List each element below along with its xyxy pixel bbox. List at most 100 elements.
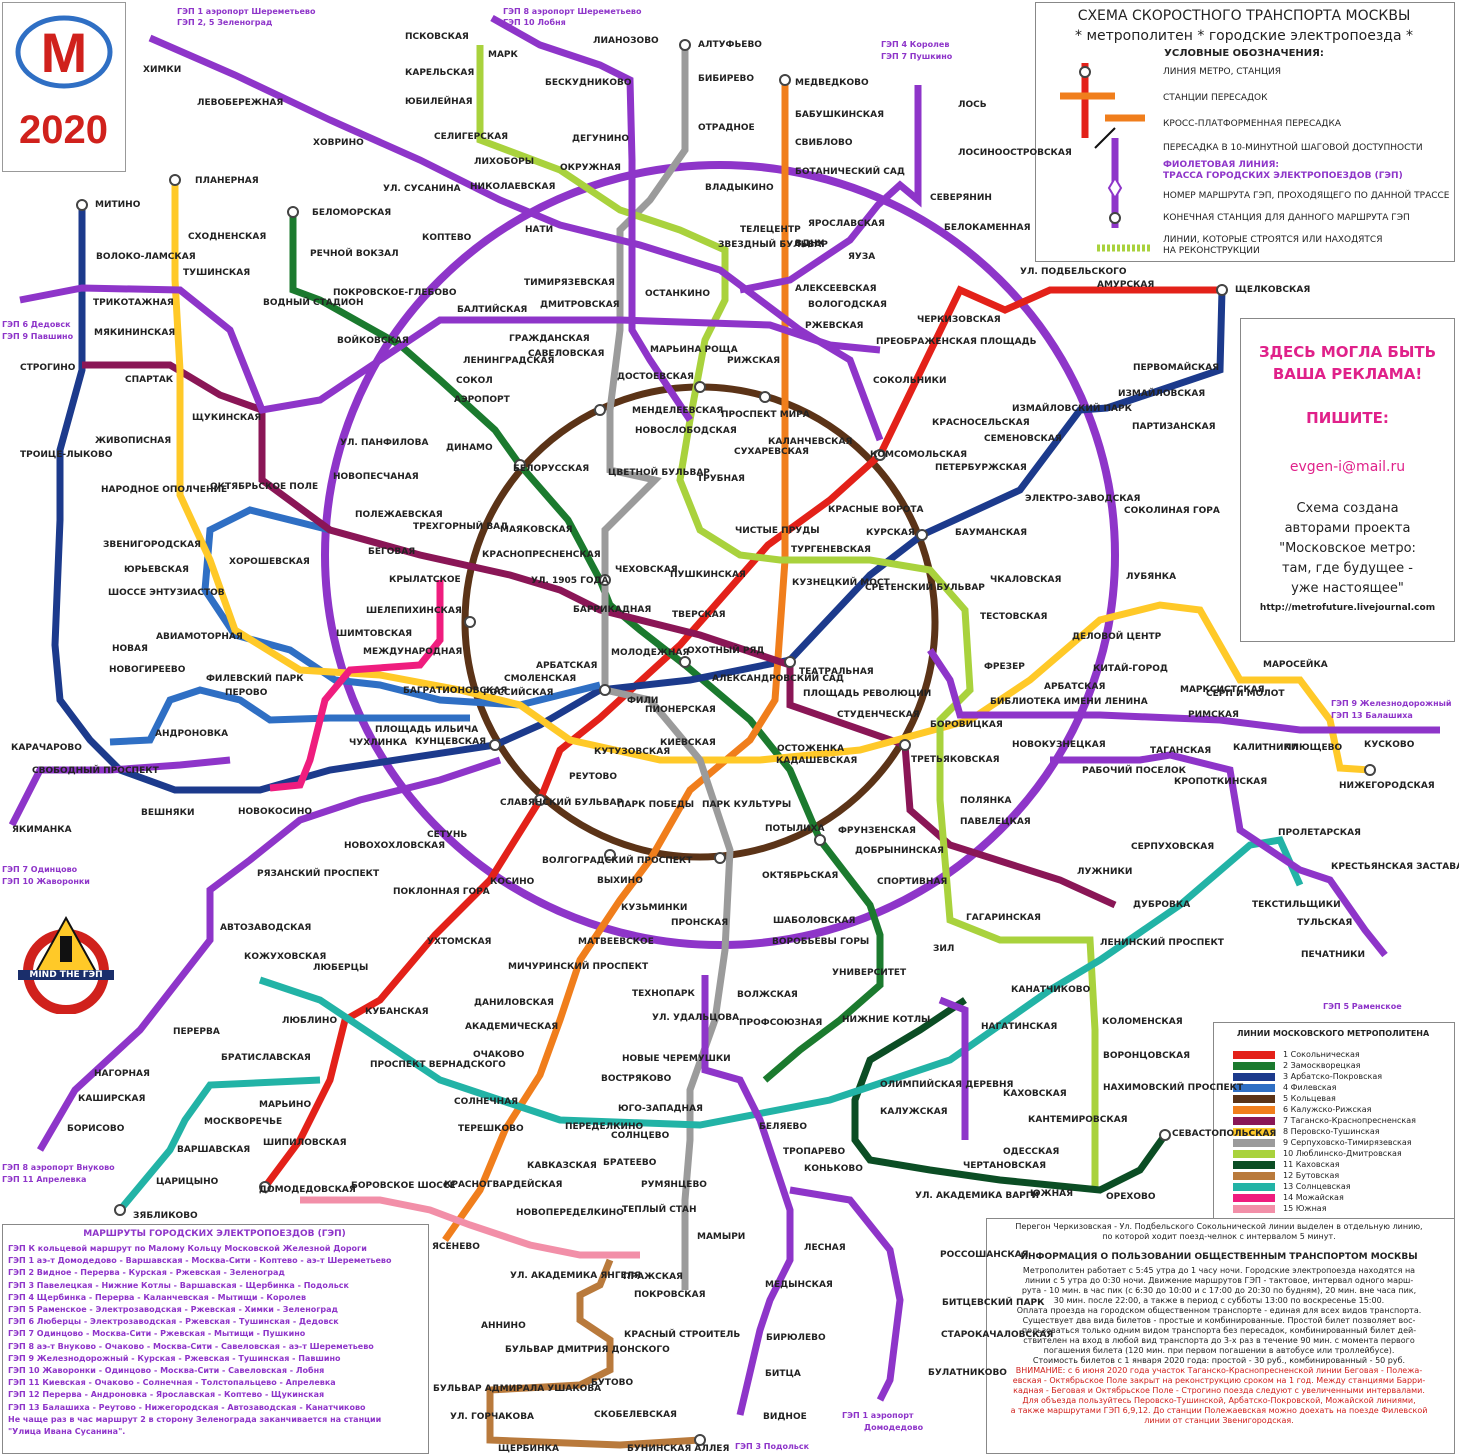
- station-dot[interactable]: [784, 656, 796, 668]
- station-label[interactable]: МЕЖДУНАРОДНАЯ: [363, 647, 463, 657]
- station-label[interactable]: БИБЛИОТЕКА ИМЕНИ ЛЕНИНА: [990, 697, 1148, 707]
- station-label[interactable]: СЕВАСТОПОЛЬСКАЯ: [1172, 1129, 1277, 1139]
- station-label[interactable]: ПЕРЕРВА: [173, 1027, 220, 1037]
- station-label[interactable]: ТРУБНАЯ: [697, 474, 745, 484]
- station-label[interactable]: ШОССЕ ЭНТУЗИАСТОВ: [108, 588, 225, 598]
- station-label[interactable]: ТРЕТЬЯКОВСКАЯ: [911, 755, 1000, 765]
- station-label[interactable]: НОВОХОХЛОВСКАЯ: [344, 841, 446, 851]
- station-label[interactable]: ЭЛЕКТРО-ЗАВОДСКАЯ: [1025, 494, 1141, 504]
- station-label[interactable]: СТАРОКАЧАЛОВСКАЯ: [941, 1330, 1054, 1340]
- station-label[interactable]: КИЕВСКАЯ: [660, 738, 716, 748]
- station-label[interactable]: ТРОИЦЕ-ЛЫКОВО: [20, 450, 113, 460]
- station-label[interactable]: ПРОСПЕКТ МИРА: [721, 410, 810, 420]
- station-label[interactable]: ЛОСЬ: [958, 100, 987, 110]
- station-label[interactable]: ПРОЛЕТАРСКАЯ: [1278, 828, 1361, 838]
- station-label[interactable]: АВТОЗАВОДСКАЯ: [220, 923, 312, 933]
- station-label[interactable]: ТЕПЛЫЙ СТАН: [622, 1205, 697, 1215]
- station-label[interactable]: КУТУЗОВСКАЯ: [594, 747, 671, 757]
- station-label[interactable]: ПОТЫЛИХА: [765, 824, 825, 834]
- station-label[interactable]: УЛ. ПАНФИЛОВА: [340, 438, 429, 448]
- station-label[interactable]: ДАНИЛОВСКАЯ: [474, 998, 554, 1008]
- station-label[interactable]: ЛИХОБОРЫ: [474, 157, 535, 167]
- station-label[interactable]: НАРОДНОЕ ОПОЛЧЕНИЕ: [101, 485, 228, 495]
- station-label[interactable]: ХОРОШЕВСКАЯ: [229, 557, 310, 567]
- station-dot[interactable]: [814, 834, 826, 846]
- station-label[interactable]: ДЕГУНИНО: [572, 134, 630, 144]
- station-label[interactable]: СЕРП И МОЛОТ: [1206, 689, 1285, 699]
- station-label[interactable]: ПРОНСКАЯ: [671, 918, 729, 928]
- station-label[interactable]: БИБИРЕВО: [698, 74, 755, 84]
- station-label[interactable]: НАГОРНАЯ: [94, 1069, 150, 1079]
- station-label[interactable]: ЩЕЛКОВСКАЯ: [1235, 285, 1311, 295]
- station-label[interactable]: КУБАНСКАЯ: [365, 1007, 429, 1017]
- station-label[interactable]: ЩЕРБИНКА: [498, 1444, 559, 1454]
- station-label[interactable]: НОВЫЕ ЧЕРЕМУШКИ: [622, 1054, 731, 1064]
- station-label[interactable]: ПИОНЕРСКАЯ: [645, 705, 716, 715]
- station-label[interactable]: ДУБРОВКА: [1133, 900, 1191, 910]
- station-label[interactable]: АРБАТСКАЯ: [1044, 682, 1106, 692]
- station-label[interactable]: ЮБИЛЕЙНАЯ: [405, 97, 473, 107]
- station-label[interactable]: СЕВЕРЯНИН: [930, 193, 992, 203]
- station-label[interactable]: УЛ. 1905 ГОДА: [531, 576, 609, 586]
- station-dot[interactable]: [259, 1181, 271, 1193]
- station-label[interactable]: ЛОСИНООСТРОВСКАЯ: [958, 148, 1072, 158]
- station-label[interactable]: СТРОГИНО: [20, 363, 76, 373]
- station-label[interactable]: ТУЛЬСКАЯ: [1297, 918, 1353, 928]
- station-label[interactable]: БЕЛОКАМЕННАЯ: [944, 223, 1031, 233]
- station-label[interactable]: ВОЛОКО-ЛАМСКАЯ: [96, 252, 196, 262]
- station-label[interactable]: НАГАТИНСКАЯ: [981, 1022, 1058, 1032]
- station-label[interactable]: МАРКСИСТСКАЯ: [1180, 685, 1265, 695]
- station-label[interactable]: НОВАЯ: [112, 644, 148, 654]
- station-dot[interactable]: [874, 449, 886, 461]
- station-label[interactable]: МАРК: [488, 50, 518, 60]
- station-label[interactable]: ЛЕНИНСКИЙ ПРОСПЕКТ: [1100, 938, 1224, 948]
- station-label[interactable]: СВОБОДНЫЙ ПРОСПЕКТ: [32, 766, 159, 776]
- station-label[interactable]: ОСТОЖЕНКА: [777, 744, 845, 754]
- station-label[interactable]: ОХОТНЫЙ РЯД: [687, 646, 765, 656]
- station-label[interactable]: МАРОСЕЙКА: [1263, 660, 1328, 670]
- station-label[interactable]: СУХАРЕВСКАЯ: [734, 447, 809, 457]
- station-label[interactable]: УЛ. УДАЛЬЦОВА: [652, 1013, 740, 1023]
- station-label[interactable]: ОЧАКОВО: [473, 1050, 525, 1060]
- station-label[interactable]: ОРЕХОВО: [1106, 1192, 1156, 1202]
- station-label[interactable]: АЛТУФЬЕВО: [698, 40, 762, 50]
- station-label[interactable]: БЕЛОМОРСКАЯ: [312, 208, 392, 218]
- station-label[interactable]: МОЛОДЕЖНАЯ: [611, 648, 690, 658]
- station-label[interactable]: КУЗНЕЦКИЙ МОСТ: [792, 578, 890, 588]
- station-label[interactable]: ОСТАНКИНО: [645, 289, 710, 299]
- station-label[interactable]: МАМЫРИ: [697, 1232, 746, 1242]
- station-label[interactable]: ДОСТОЕВСКАЯ: [617, 372, 694, 382]
- station-label[interactable]: РЕЧНОЙ ВОКЗАЛ: [310, 249, 399, 259]
- station-label[interactable]: АЭРОПОРТ: [454, 395, 510, 405]
- station-label[interactable]: РИМСКАЯ: [1188, 710, 1239, 720]
- station-label[interactable]: ПЕЧАТНИКИ: [1301, 950, 1366, 960]
- station-label[interactable]: КРАСНОГВАРДЕЙСКАЯ: [444, 1180, 563, 1190]
- station-label[interactable]: ЧЕРТАНОВСКАЯ: [963, 1161, 1047, 1171]
- station-label[interactable]: АВИАМОТОРНАЯ: [156, 632, 243, 642]
- station-label[interactable]: БРАТЕЕВО: [603, 1158, 657, 1168]
- station-label[interactable]: МАРЬИНО: [259, 1100, 312, 1110]
- station-label[interactable]: РИЖСКАЯ: [727, 356, 781, 366]
- station-label[interactable]: ПРЕОБРАЖЕНСКАЯ ПЛОЩАДЬ: [876, 337, 1037, 347]
- station-label[interactable]: ЯСЕНЕВО: [432, 1242, 480, 1252]
- station-label[interactable]: МАТВЕЕВСКОЕ: [578, 937, 654, 947]
- station-label[interactable]: ДИНАМО: [446, 443, 493, 453]
- station-label[interactable]: КАЛАНЧЕВСКАЯ: [768, 437, 853, 447]
- station-label[interactable]: СОКОЛ: [456, 376, 493, 386]
- station-label[interactable]: НИЖЕГОРОДСКАЯ: [1339, 781, 1435, 791]
- station-label[interactable]: РОССИЙСКАЯ: [483, 688, 554, 698]
- station-label[interactable]: ПЛЮЩЕВО: [1284, 743, 1343, 753]
- station-label[interactable]: ЗЯБЛИКОВО: [133, 1211, 198, 1221]
- station-label[interactable]: ПЛАНЕРНАЯ: [195, 176, 259, 186]
- station-label[interactable]: ПЕРОВО: [225, 688, 268, 698]
- station-label[interactable]: ТУШИНСКАЯ: [183, 268, 251, 278]
- station-label[interactable]: РЕУТОВО: [569, 772, 617, 782]
- station-label[interactable]: КРЕСТЬЯНСКАЯ ЗАСТАВА: [1331, 862, 1459, 872]
- station-label[interactable]: СВИБЛОВО: [795, 138, 853, 148]
- station-label[interactable]: ДЕЛОВОЙ ЦЕНТР: [1072, 632, 1162, 642]
- station-label[interactable]: СРЕТЕНСКИЙ БУЛЬВАР: [865, 583, 985, 593]
- station-label[interactable]: ОКТЯБРЬСКАЯ: [762, 871, 839, 881]
- station-label[interactable]: НИКОЛАЕВСКАЯ: [470, 182, 556, 192]
- station-dot[interactable]: [916, 529, 928, 541]
- station-label[interactable]: ЛЮБЛИНО: [282, 1016, 338, 1026]
